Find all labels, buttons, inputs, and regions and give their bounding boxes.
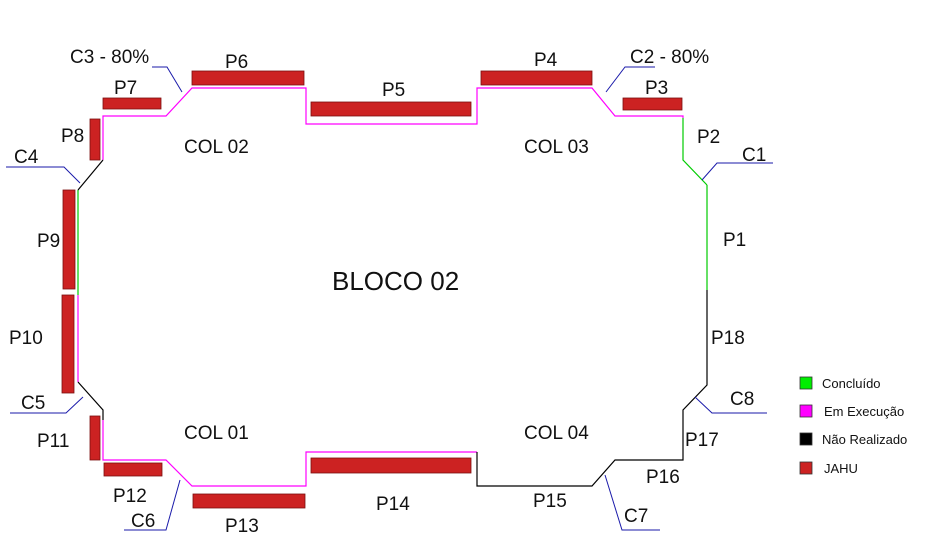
corner-label-c5: C5 [21, 393, 45, 414]
leader-c7 [604, 474, 660, 531]
panel-label-p7: P7 [114, 78, 137, 99]
column-label-02: COL 02 [184, 137, 249, 158]
segment-p2 [682, 118, 708, 186]
bar-p3 [622, 97, 683, 111]
panel-label-p18: P18 [711, 328, 745, 349]
legend-label-concluido: Concluído [822, 376, 881, 391]
segments-em-execucao [77, 87, 684, 487]
legend-swatch-em-execucao [799, 404, 813, 418]
panel-label-p15: P15 [533, 491, 567, 512]
segment-p15-p18 [476, 290, 708, 487]
panel-label-p14: P14 [376, 494, 410, 515]
leader-c6 [124, 479, 181, 531]
legend-label-nao-realizado: Não Realizado [822, 432, 907, 447]
panel-label-p17: P17 [685, 430, 719, 451]
segments-nao-realizado [77, 159, 708, 487]
bar-p4 [480, 70, 593, 86]
bar-p14 [310, 457, 472, 474]
legend-item-concluido: Concluído [799, 376, 881, 391]
panel-label-p12: P12 [113, 486, 147, 507]
bar-p5 [310, 101, 472, 117]
segment-p3-p7-top [102, 87, 684, 160]
bar-p12 [103, 462, 163, 477]
panel-label-p8: P8 [61, 126, 84, 147]
corner-leaders [6, 66, 773, 531]
bar-p9 [62, 189, 76, 290]
legend-item-nao-realizado: Não Realizado [799, 432, 907, 447]
bar-p11 [89, 415, 101, 461]
column-label-03: COL 03 [524, 137, 589, 158]
panel-label-p9: P9 [37, 231, 60, 252]
panel-label-p1: P1 [723, 230, 746, 251]
block-title: BLOCO 02 [332, 266, 459, 296]
panel-label-p10: P10 [9, 328, 43, 349]
panel-label-p6: P6 [225, 52, 248, 73]
bar-p13 [192, 493, 306, 509]
jahu-bars [61, 70, 683, 509]
legend-label-em-execucao: Em Execução [824, 404, 904, 419]
corner-label-c2: C2 - 80% [630, 47, 709, 68]
legend-swatch-nao-realizado [799, 432, 813, 446]
corner-label-c3: C3 - 80% [70, 47, 149, 68]
segment-p11-corner [77, 381, 104, 420]
segment-p12-p14 [102, 420, 477, 487]
panel-label-p16: P16 [646, 467, 680, 488]
legend-swatch-concluido [799, 376, 813, 390]
column-label-04: COL 04 [524, 423, 589, 444]
leader-c4 [6, 166, 81, 184]
corner-label-c7: C7 [624, 506, 648, 527]
bar-p6 [191, 70, 305, 86]
panel-label-p2: P2 [697, 127, 720, 148]
legend-item-jahu: JAHU [799, 461, 858, 476]
panel-label-p13: P13 [225, 516, 259, 537]
panel-label-p5: P5 [382, 80, 405, 101]
leader-c3 [152, 66, 183, 93]
legend-swatch-jahu [799, 461, 813, 475]
bar-p7 [102, 97, 162, 110]
corner-label-c4: C4 [14, 147, 39, 168]
leader-c1 [701, 162, 773, 181]
panel-label-p3: P3 [645, 78, 668, 99]
leader-c8 [694, 396, 767, 414]
leader-c2 [605, 66, 655, 93]
legend-label-jahu: JAHU [824, 461, 858, 476]
corner-label-c6: C6 [131, 511, 155, 532]
bar-p8 [89, 118, 101, 161]
segment-p8-corner [77, 159, 104, 191]
legend: Concluído Em Execução Não Realizado JAHU [799, 376, 907, 476]
column-label-01: COL 01 [184, 423, 249, 444]
corner-label-c8: C8 [730, 389, 754, 410]
panel-label-p11: P11 [37, 431, 69, 452]
legend-item-em-execucao: Em Execução [799, 404, 904, 419]
bar-p10 [61, 294, 75, 394]
segments-concluido [77, 118, 708, 295]
panel-label-p4: P4 [534, 50, 558, 71]
corner-label-c1: C1 [742, 145, 766, 166]
leader-c5 [10, 396, 84, 414]
